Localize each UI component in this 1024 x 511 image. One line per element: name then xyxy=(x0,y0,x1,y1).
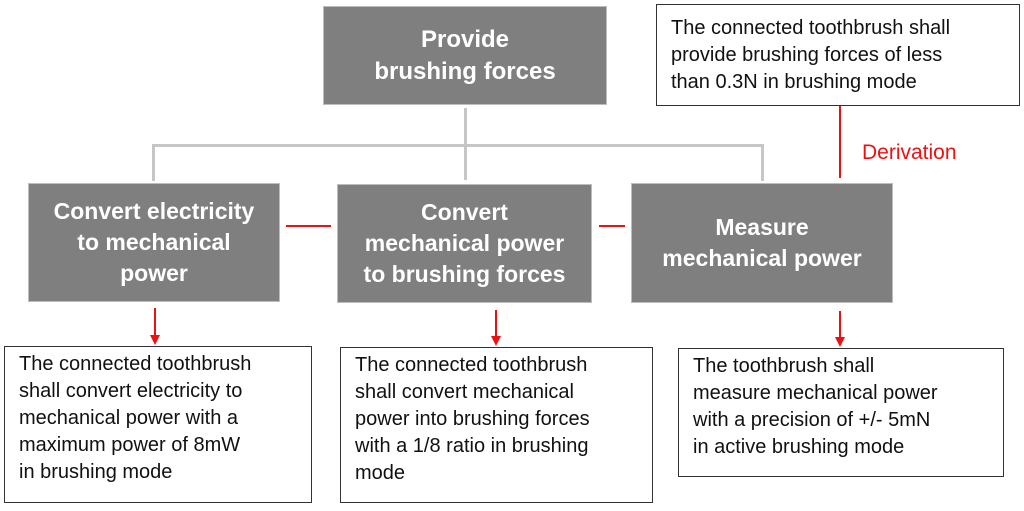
hierarchy-branch-left xyxy=(152,144,155,181)
function-link-right xyxy=(599,225,625,227)
root-requirement-box: The connected toothbrush shall provide b… xyxy=(656,4,1020,106)
function-link-left xyxy=(286,225,331,227)
function-box-convert-mechanical: Convert mechanical power to brushing for… xyxy=(337,184,592,303)
function-box-convert-electricity: Convert electricity to mechanical power xyxy=(28,183,280,302)
requirement-box-measure-power: The toothbrush shall measure mechanical … xyxy=(678,348,1004,477)
arrowhead-middle-icon xyxy=(491,336,501,346)
root-function-box: Provide brushing forces xyxy=(323,6,607,105)
hierarchy-bar xyxy=(152,144,764,147)
arrow-shaft-right xyxy=(839,311,841,338)
requirement-box-convert-mechanical: The connected toothbrush shall convert m… xyxy=(340,347,653,503)
arrowhead-left-icon xyxy=(150,335,160,345)
hierarchy-branch-right xyxy=(761,144,764,181)
arrow-shaft-left xyxy=(154,308,156,336)
requirement-box-convert-electricity: The connected toothbrush shall convert e… xyxy=(4,346,312,503)
derivation-connector xyxy=(839,106,841,178)
derivation-label: Derivation xyxy=(862,141,957,164)
arrow-shaft-middle xyxy=(495,310,497,337)
arrowhead-right-icon xyxy=(835,337,845,347)
function-box-measure-power: Measure mechanical power xyxy=(631,183,893,303)
